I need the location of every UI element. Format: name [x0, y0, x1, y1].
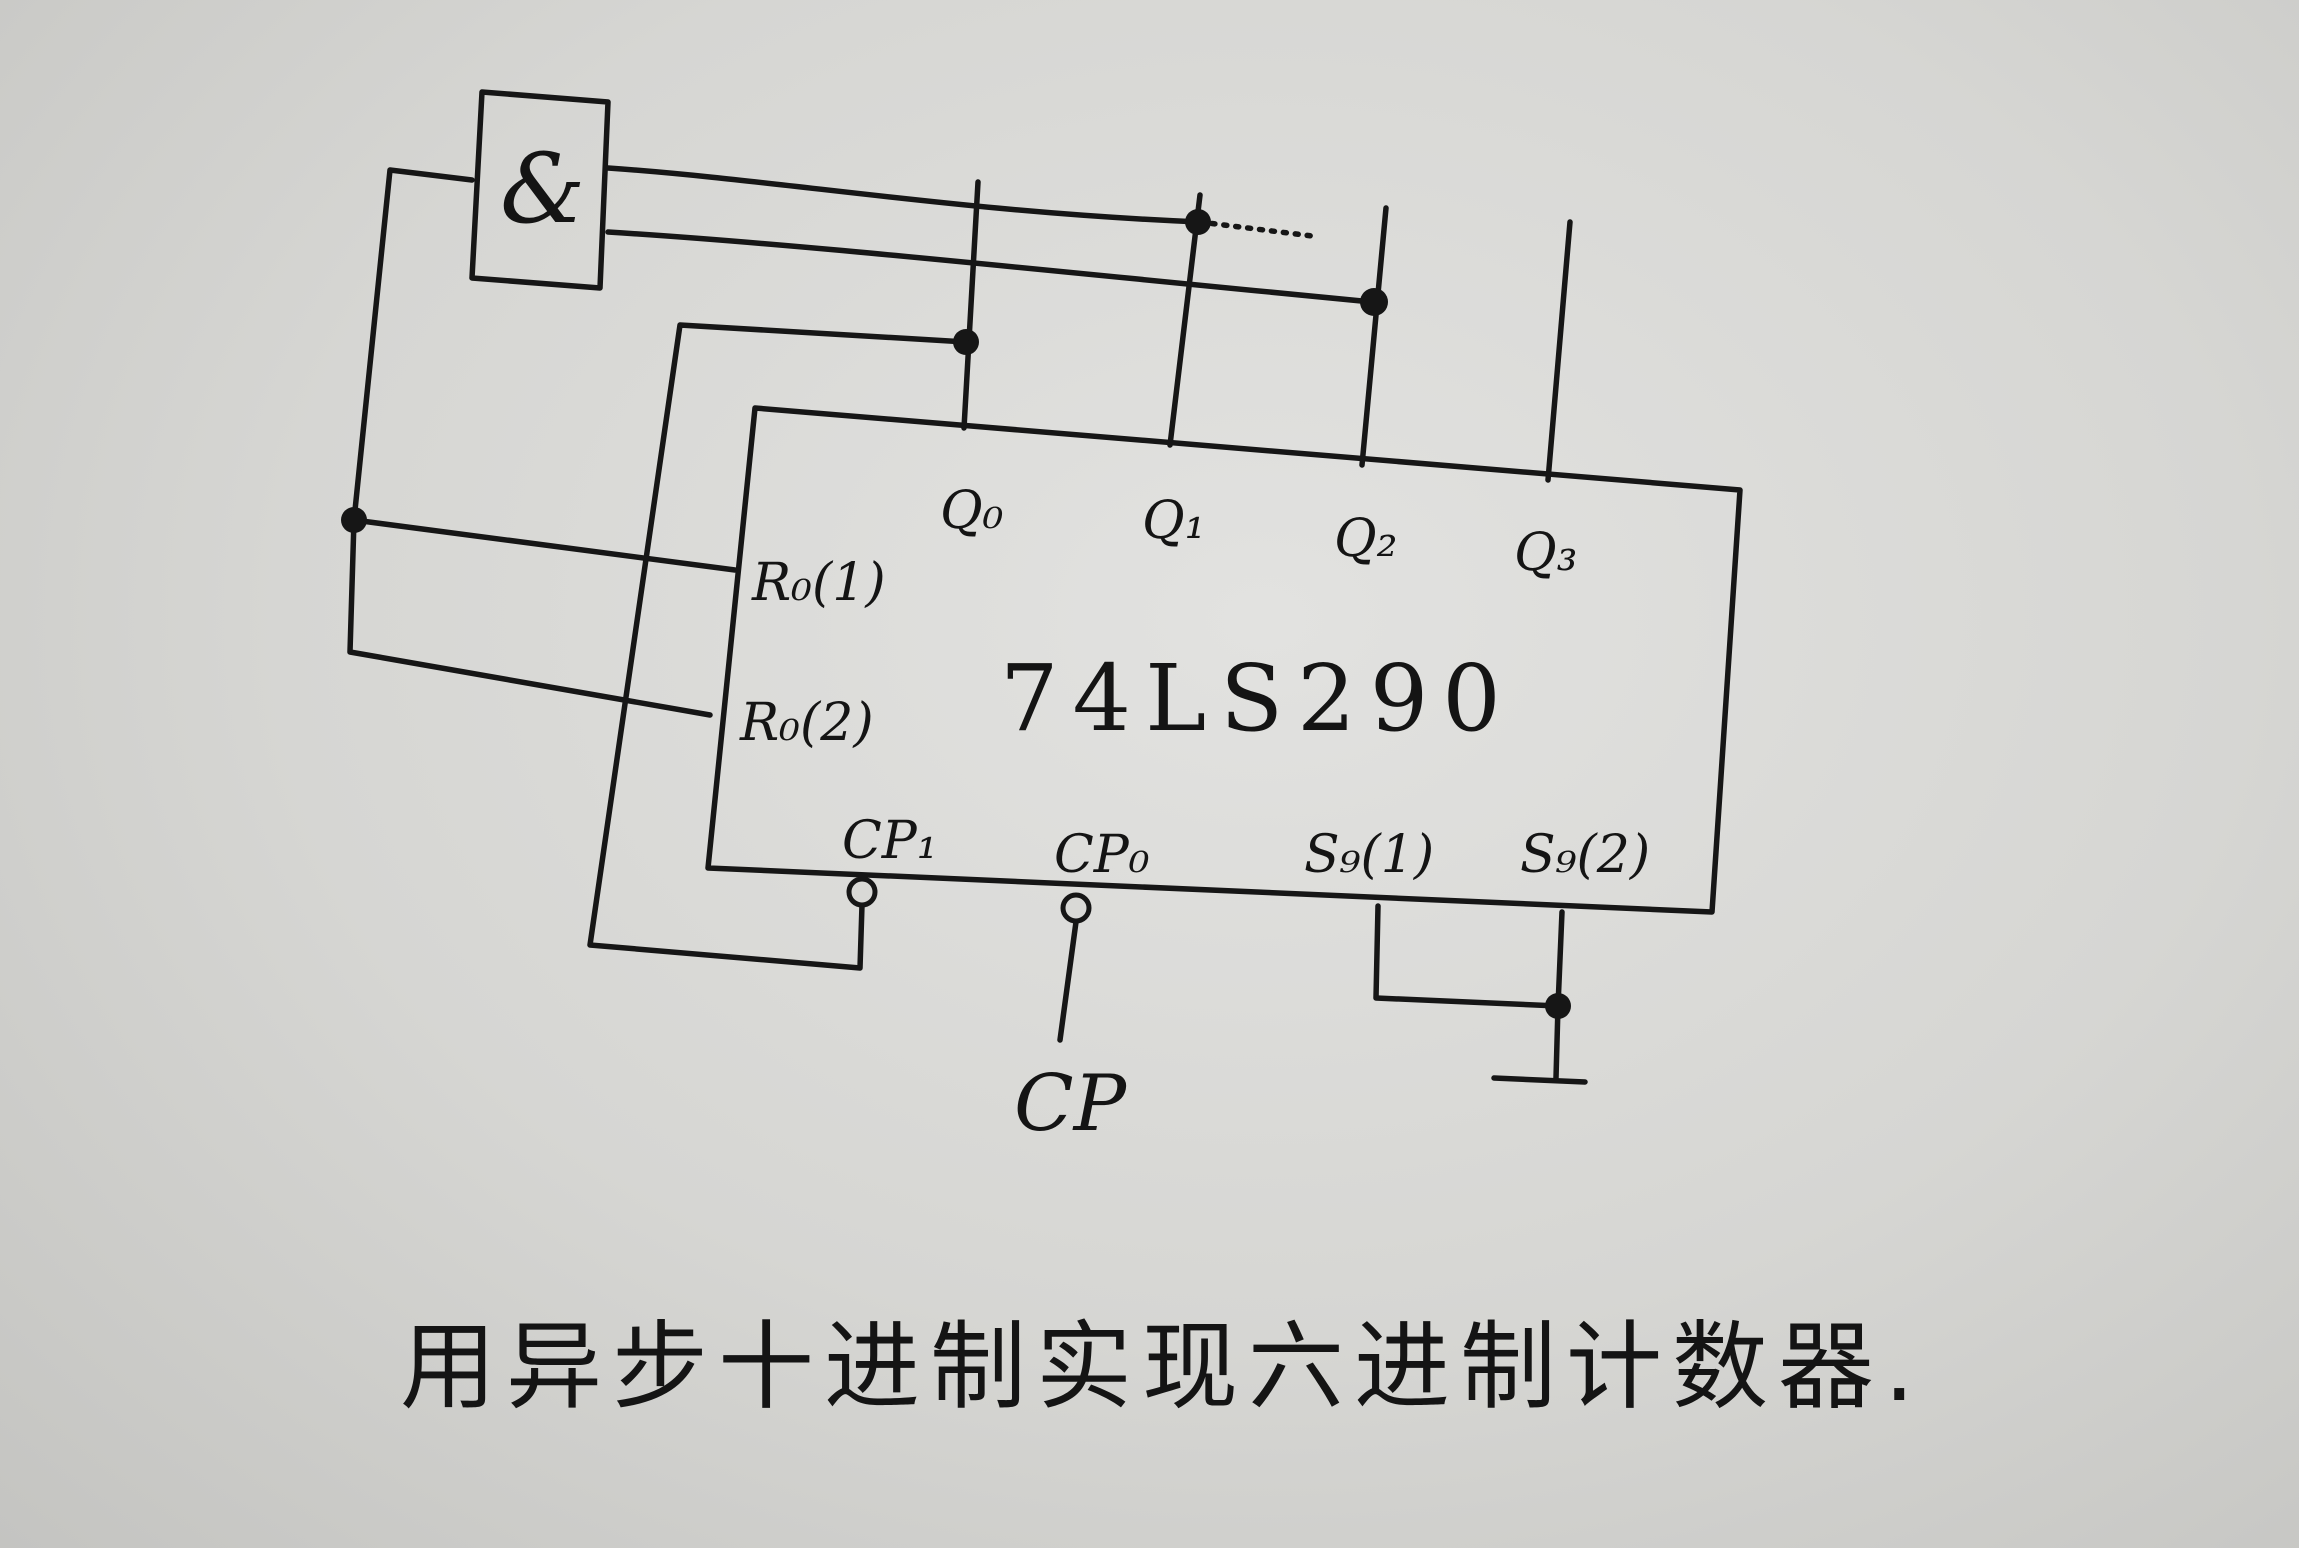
junction-q2 — [1360, 288, 1388, 316]
label-r0-2: R₀(2) — [739, 693, 874, 753]
chip-body — [705, 405, 1743, 915]
wire-and-input-q1 — [605, 165, 1203, 225]
junction-q1 — [1185, 209, 1211, 235]
label-s9-2: S₉(2) — [1520, 825, 1650, 885]
label-cp1: CP₁ — [842, 811, 938, 871]
wire-q1 — [1167, 192, 1203, 448]
junction-reset-left — [341, 507, 367, 533]
wire-and-input-q2 — [605, 229, 1375, 305]
and-gate-body — [469, 89, 611, 291]
junction-ground — [1545, 993, 1571, 1019]
wire-q2 — [1359, 205, 1389, 468]
cp1-bubble — [846, 876, 878, 908]
wire-and-input-q1-tail — [1197, 219, 1315, 239]
caption: 用异步十进制实现六进制计数器. — [400, 1311, 1925, 1423]
label-q2: Q₂ — [1334, 509, 1397, 569]
wire-cp — [1057, 919, 1079, 1043]
label-cp: CP — [1014, 1059, 1128, 1149]
label-q0: Q₀ — [940, 481, 1004, 541]
label-r0-1: R₀(1) — [751, 553, 886, 613]
ground-symbol — [1491, 1075, 1588, 1085]
chip-name: 74LS290 — [1000, 645, 1515, 752]
label-q1: Q₁ — [1142, 491, 1205, 551]
wire-q3 — [1545, 219, 1573, 483]
wire-q0 — [961, 179, 981, 431]
wire-s9 — [1373, 903, 1565, 1009]
label-cp0: CP₀ — [1054, 825, 1150, 885]
wire-reset1 — [351, 517, 738, 573]
wire-and-output — [347, 167, 713, 718]
and-gate-symbol: & — [500, 133, 585, 245]
label-q3: Q₃ — [1514, 523, 1577, 583]
wire-q0-to-cp1 — [587, 322, 969, 971]
cp0-bubble — [1060, 892, 1092, 924]
label-s9-1: S₉(1) — [1304, 825, 1434, 885]
